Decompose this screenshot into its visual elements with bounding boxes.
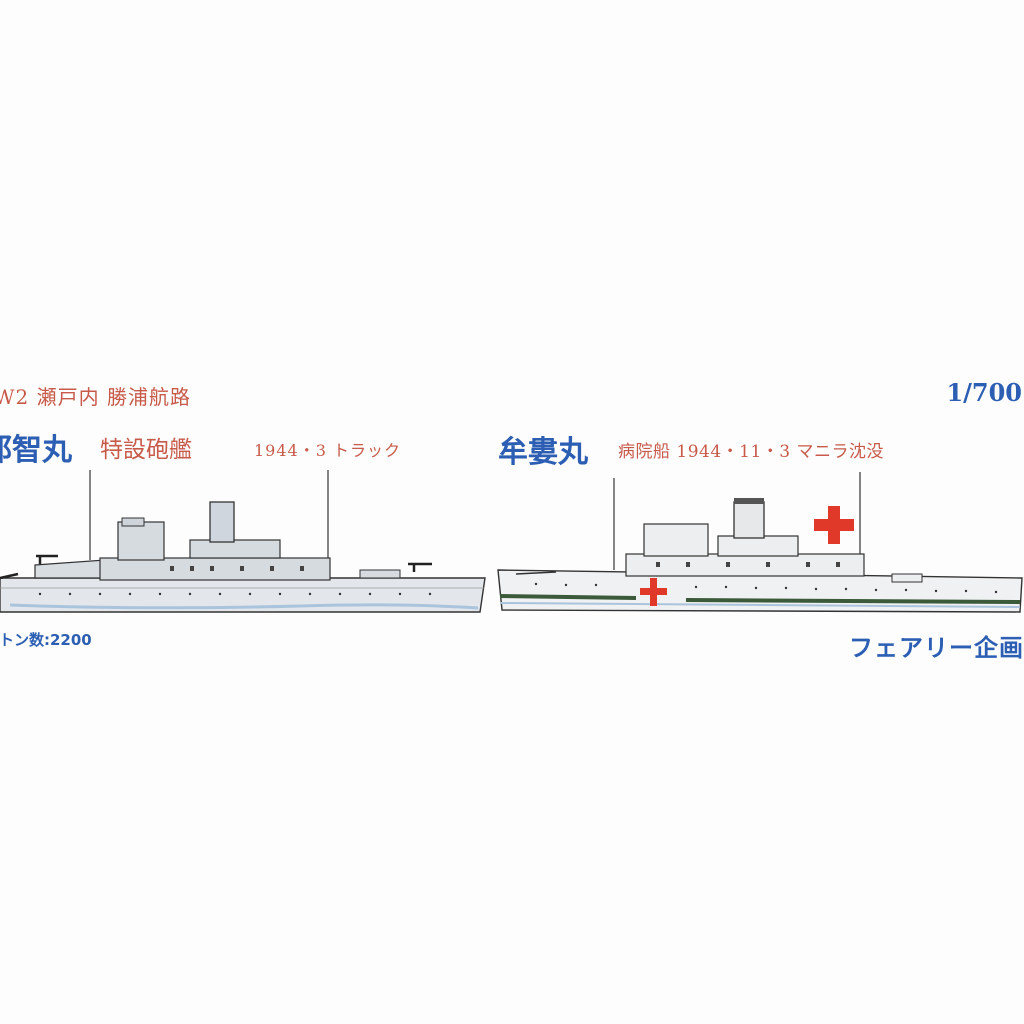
left-ship-date: 1944・3 トラック <box>254 441 401 460</box>
series-title: W2 瀬戸内 勝浦航路 <box>0 385 191 409</box>
left-ship-drawing <box>0 470 486 613</box>
right-ship-drawing <box>497 472 1023 613</box>
scale-label: 1/700 <box>946 378 1022 407</box>
hospital-cross-icon <box>814 506 854 544</box>
right-ship-info: 病院船 1944・11・3 マニラ沈没 <box>618 442 885 462</box>
left-ship-tonnage: 総トン数:2200 <box>0 631 92 649</box>
maker-label: フェアリー企画 <box>849 634 1024 662</box>
left-ship-name: 郡智丸 <box>0 433 72 468</box>
left-ship-type: 特設砲艦 <box>100 437 192 463</box>
right-ship-name: 牟婁丸 <box>498 435 588 470</box>
